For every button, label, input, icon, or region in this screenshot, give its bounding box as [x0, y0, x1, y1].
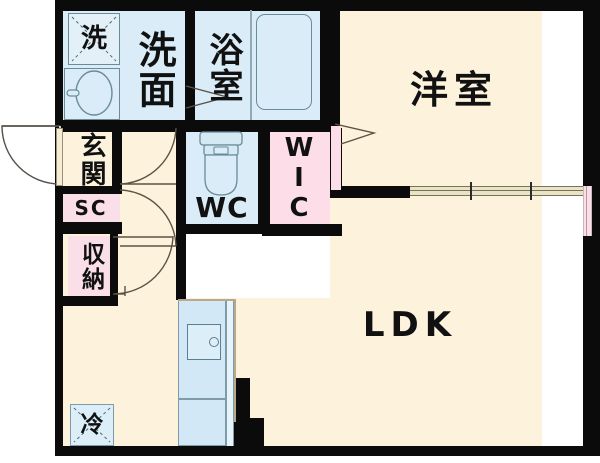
label-storage-closet: 収納: [77, 242, 104, 292]
room-bedroom: [340, 10, 542, 188]
room-ldk: [62, 298, 542, 446]
wall-under-wet-area: [55, 120, 185, 132]
hall-door-swing-a: [119, 127, 177, 185]
label-toilet: WC: [195, 191, 249, 224]
wall-sc-top: [60, 186, 122, 194]
kitchen-counter-edge: [226, 300, 234, 446]
label-wic: WIC: [284, 133, 314, 223]
room-wic: [268, 130, 330, 226]
wall-bathroom-right: [320, 0, 340, 130]
bathroom-inner-divider: [250, 10, 252, 120]
wall-genkan-right: [112, 128, 122, 190]
wall-bedroom-bottom-stub: [330, 186, 410, 198]
entrance-door-leaf: [56, 128, 63, 186]
refrigerator-space: [70, 404, 114, 446]
bedroom-sliding-track-line: [410, 190, 589, 192]
wall-under-bathroom: [185, 120, 330, 132]
wall-closet-right: [110, 234, 118, 300]
wall-bottom: [55, 446, 600, 456]
label-genkan: 玄関: [76, 132, 106, 188]
kitchen-outline-right: [234, 300, 236, 422]
kitchen-faucet-icon: [209, 337, 219, 347]
wall-sc-bottom: [60, 222, 122, 234]
bedroom-sliding-marker-1: [470, 182, 472, 200]
entrance-door-swing: [1, 125, 61, 185]
wall-washroom-bathroom: [185, 10, 195, 128]
label-bathroom: 浴室: [203, 32, 243, 104]
window-right-mullion: [586, 184, 588, 238]
wall-closet-bottom: [60, 296, 118, 306]
window-right: [583, 184, 592, 238]
toilet-bowl: [198, 131, 243, 197]
bathtub: [256, 14, 312, 110]
kitchen-counter-seam: [178, 398, 226, 400]
washer-label: 洗: [80, 24, 107, 54]
wall-hallway-wc: [176, 128, 186, 300]
wall-wc-wic: [258, 128, 270, 228]
wall-right: [589, 0, 600, 456]
wall-right-upper-stub: [583, 0, 600, 186]
room-genkan: [62, 130, 120, 188]
bedroom-door-frame: [331, 126, 341, 190]
wall-left: [55, 0, 63, 455]
room-ldk-upper: [330, 196, 542, 306]
label-bedroom: 洋室: [409, 68, 498, 112]
label-shoe-closet: SC: [74, 196, 108, 220]
hall-door-swing-b: [119, 189, 177, 247]
label-ldk: LDK: [362, 305, 458, 345]
wall-kitchen-divider-low: [232, 418, 264, 448]
fridge-label: 冷: [80, 411, 104, 438]
wash-basin: [64, 68, 120, 120]
label-washroom: 洗面: [132, 30, 176, 110]
kitchen-outline-top: [178, 299, 236, 301]
bathroom-folding-door: [185, 85, 230, 109]
bedroom-sliding-marker-2: [530, 182, 532, 200]
washing-machine-space: [68, 13, 120, 65]
room-storage-closet: [68, 236, 112, 298]
wall-right-lower-stub: [583, 236, 600, 456]
kitchen-counter: [178, 300, 226, 446]
room-shoe-closet: [62, 192, 120, 224]
wall-under-wic: [262, 224, 342, 236]
closet-door-swing: [113, 235, 174, 296]
wall-under-wc: [176, 224, 268, 234]
wic-folding-door: [334, 123, 377, 147]
